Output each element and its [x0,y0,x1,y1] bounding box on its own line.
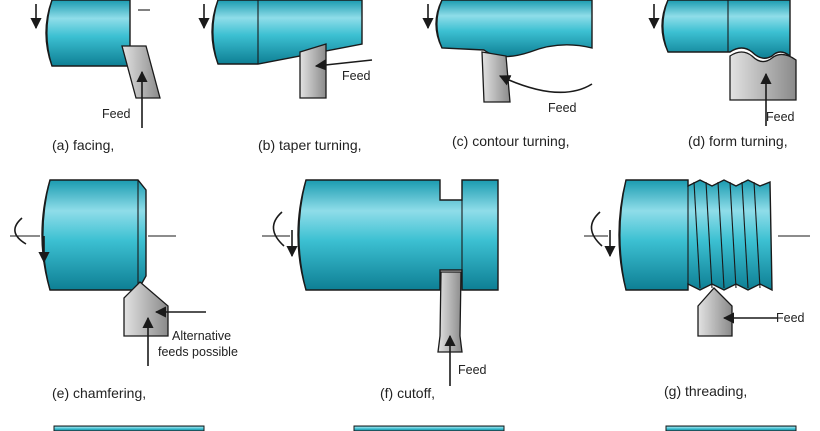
feed-label: Feed [766,110,795,124]
next-row-edge [53,425,797,431]
caption-chamfering: (e) chamfering, [52,385,146,401]
workpiece [45,0,131,67]
cutoff-tool [437,271,463,353]
thread-lines [693,181,761,289]
feed-label: Feed [342,69,371,83]
feed-label-line1: Alternative [172,329,231,343]
cutting-tool [299,43,327,99]
feed-label: Feed [102,107,131,121]
feed-arrow-icon [498,75,593,94]
feed-label: Feed [548,101,577,115]
panel-contour-turning: Feed (c) contour turning, [422,0,593,149]
panel-form-turning: Feed (d) form turning, [648,0,797,149]
caption-facing: (a) facing, [52,137,114,153]
panel-taper-turning: Feed (b) taper turning, [198,0,373,153]
caption-form-turning: (d) form turning, [688,133,788,149]
workpiece [297,179,499,291]
panel-threading: Feed (g) threading, [584,179,810,399]
cutting-tool [481,51,511,103]
workpiece [435,0,593,58]
rotation-arrow-icon [14,217,27,245]
workpiece [211,0,363,65]
panel-facing: Feed (a) facing, [30,0,161,153]
feed-label-line2: feeds possible [158,345,238,359]
feed-label: Feed [458,363,487,377]
caption-contour-turning: (c) contour turning, [452,133,570,149]
workpiece [661,0,791,59]
threading-tool [697,287,733,337]
form-tool [729,51,797,101]
cutting-tool [121,45,161,99]
caption-taper-turning: (b) taper turning, [258,137,362,153]
workpiece [618,179,773,292]
chamfer-tool [123,281,169,337]
panel-chamfering: Alternative feeds possible (e) chamferin… [10,179,238,401]
feed-label: Feed [776,311,805,325]
rotation-arrow-icon [272,211,285,247]
panel-cutoff: Feed (f) cutoff, [262,179,499,401]
workpiece [41,179,147,291]
feed-arrow-icon [314,59,373,71]
rotation-arrow-icon [590,211,603,247]
caption-threading: (g) threading, [664,383,747,399]
caption-cutoff: (f) cutoff, [380,385,435,401]
